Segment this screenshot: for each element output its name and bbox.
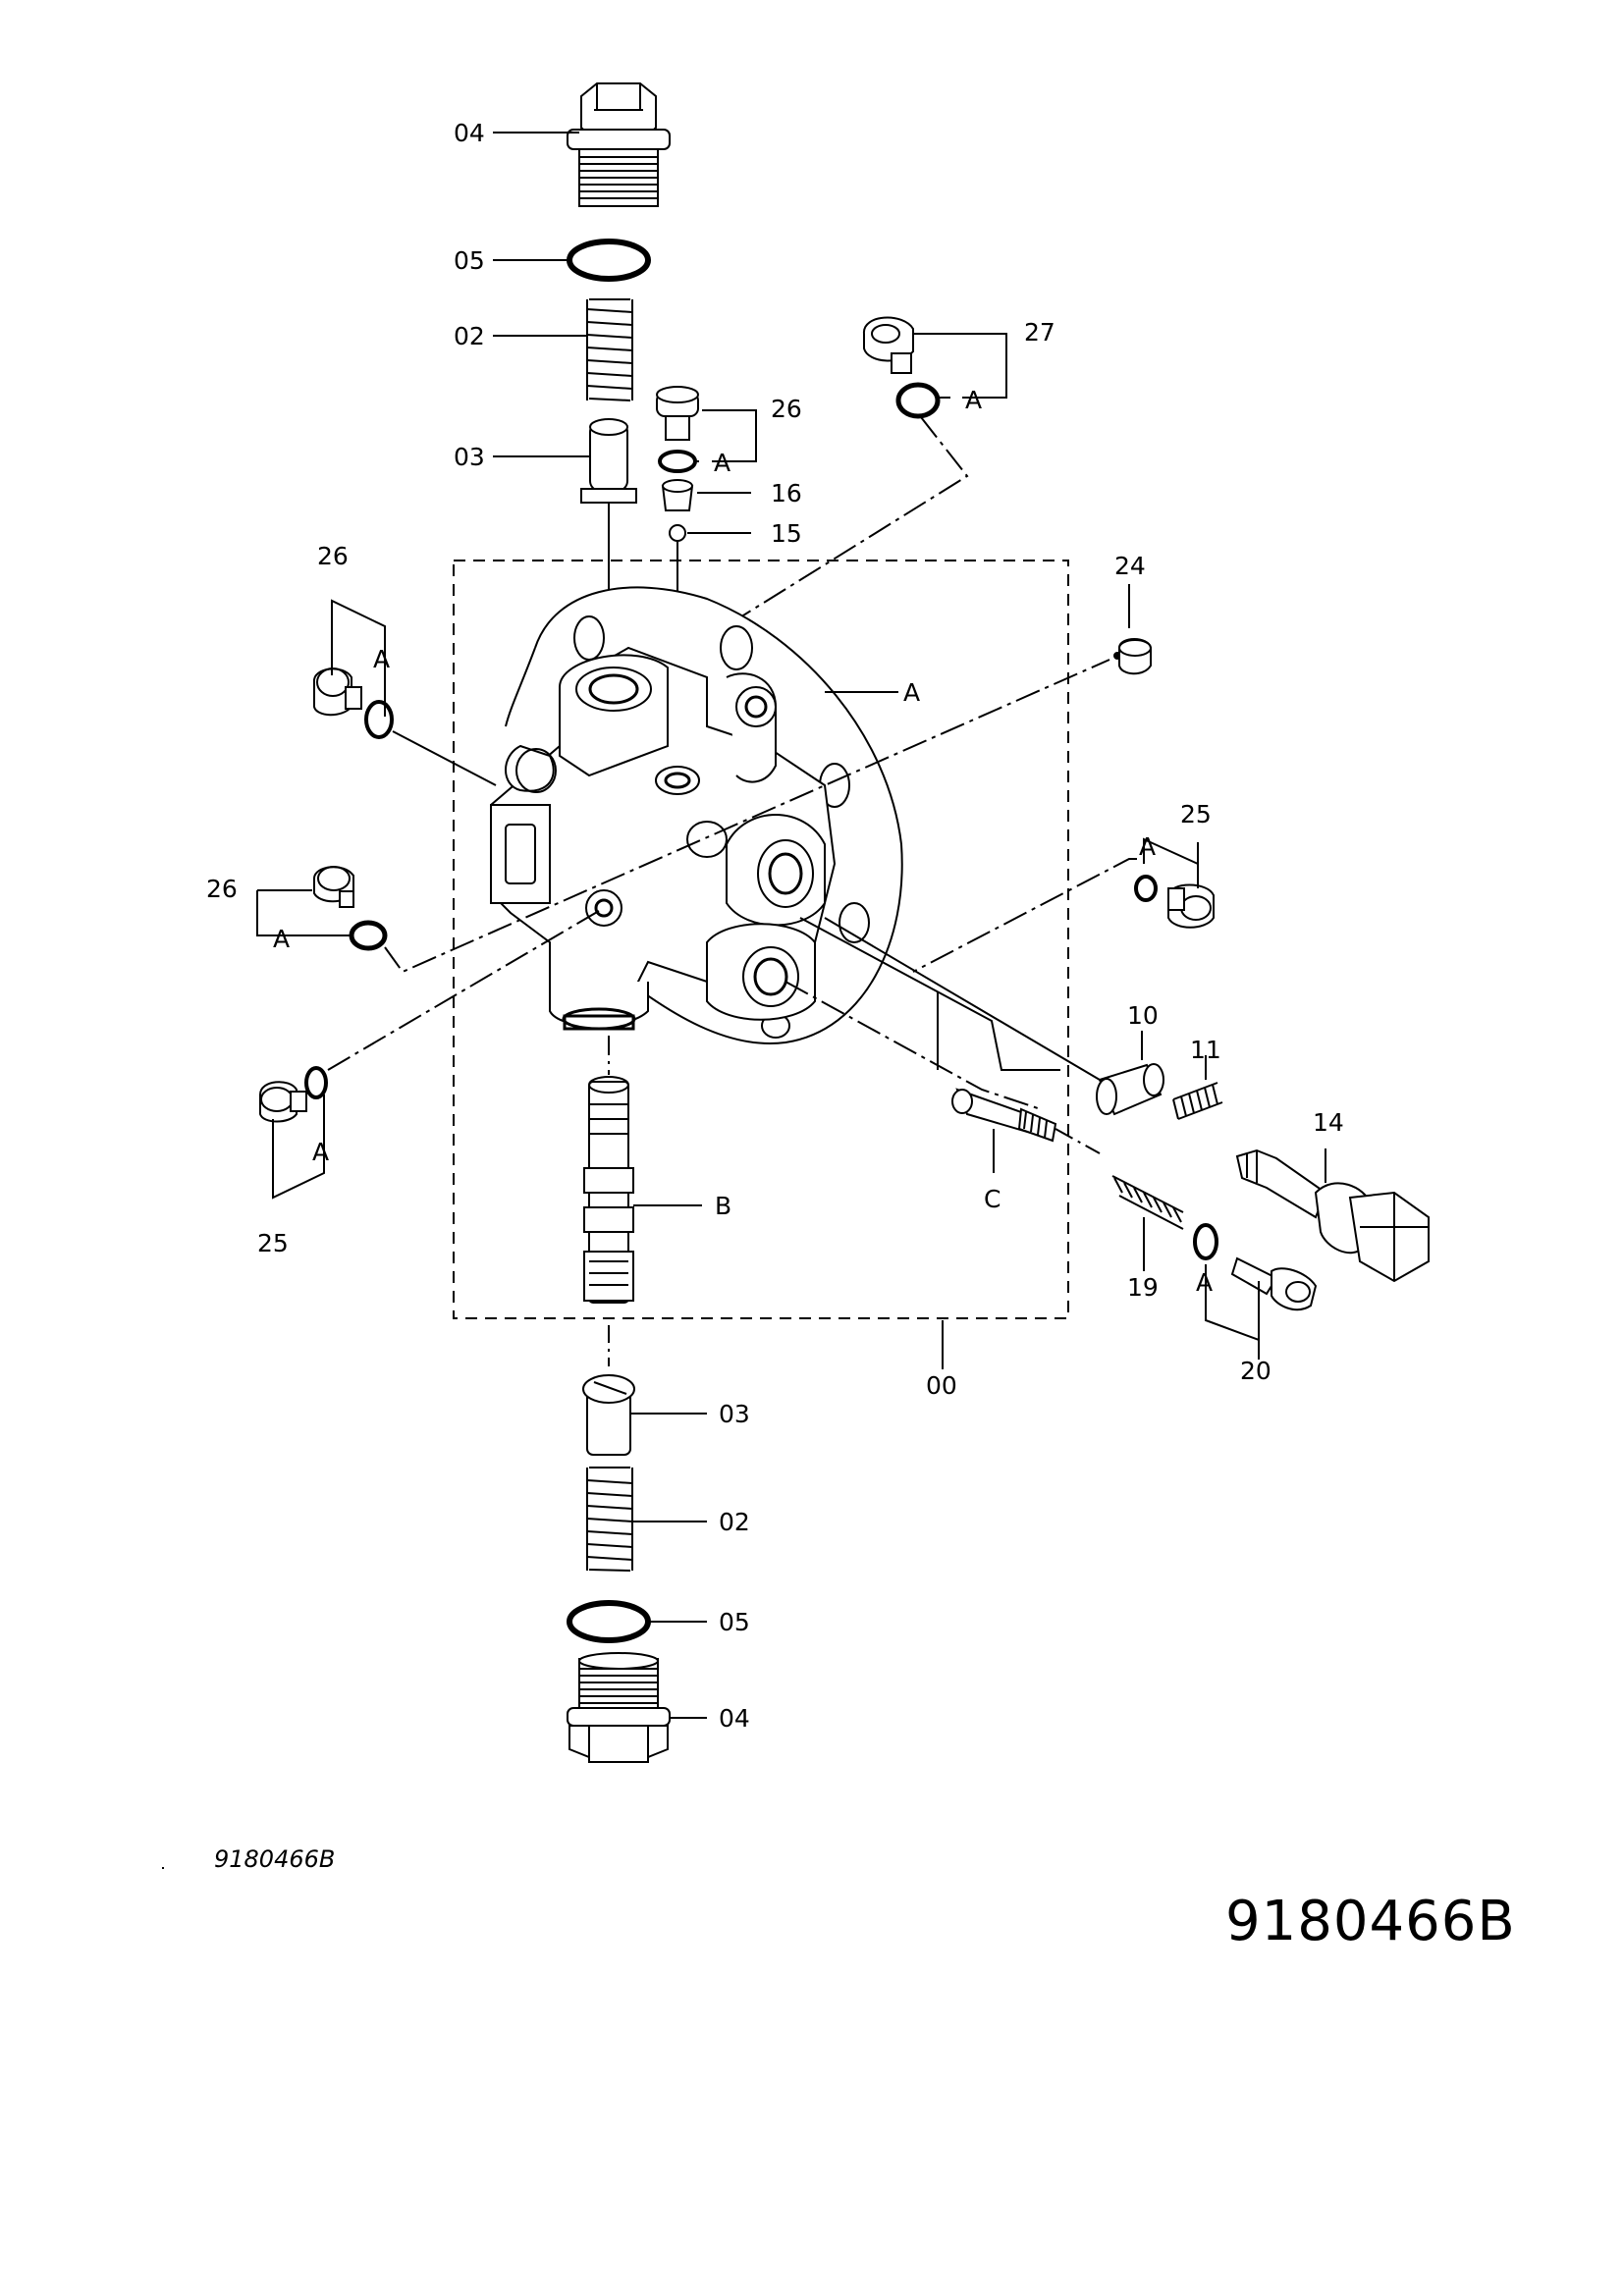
o-ring-20 — [1193, 1223, 1218, 1260]
assembly-boundary-box — [453, 560, 1069, 1319]
label-26-left-upper: 26 — [317, 542, 349, 570]
sleeve-bottom-03 — [582, 1374, 635, 1456]
label-27: 27 — [1024, 318, 1055, 347]
valve-body-00 — [490, 586, 903, 1045]
label-a-20: A — [1196, 1268, 1213, 1297]
label-20: 20 — [1240, 1357, 1271, 1385]
label-19: 19 — [1127, 1273, 1159, 1302]
label-24: 24 — [1114, 552, 1146, 580]
label-25-right: 25 — [1180, 800, 1212, 828]
label-a-flange: A — [903, 678, 920, 707]
label-04-bottom: 04 — [719, 1704, 750, 1733]
label-03-bottom: 03 — [719, 1400, 750, 1428]
o-ring-25-right — [1134, 875, 1158, 902]
sleeve-top-03 — [580, 418, 637, 504]
label-a-25-right: A — [1139, 832, 1156, 861]
spring-11 — [1172, 1082, 1223, 1120]
relief-valve-14 — [1235, 1148, 1430, 1283]
label-05-top: 05 — [454, 246, 485, 275]
label-a-25-left: A — [312, 1138, 329, 1166]
plug-24 — [1118, 638, 1152, 675]
plug-16 — [661, 479, 694, 511]
cap-screw-26-top — [656, 386, 699, 441]
label-a-26-top: A — [714, 449, 730, 477]
spring-19 — [1111, 1175, 1184, 1230]
o-ring-top-05 — [567, 239, 651, 282]
o-ring-25-left — [304, 1066, 328, 1099]
cap-screw-26-left-upper — [313, 667, 362, 717]
cap-screw-26-left-mid — [313, 866, 354, 908]
cap-screw-27 — [862, 316, 914, 374]
cap-screw-25-left — [259, 1081, 307, 1123]
label-04-top: 04 — [454, 119, 485, 147]
speck — [162, 1867, 164, 1869]
o-ring-26-left-mid — [349, 920, 388, 951]
spring-top-02 — [586, 298, 633, 401]
label-11: 11 — [1190, 1036, 1221, 1064]
label-b: B — [715, 1192, 731, 1220]
label-26-left-mid: 26 — [206, 875, 238, 903]
label-14: 14 — [1313, 1108, 1344, 1137]
o-ring-26-left-upper — [364, 700, 394, 739]
label-a-left-upper: A — [373, 645, 390, 673]
label-15: 15 — [771, 519, 802, 548]
label-16: 16 — [771, 479, 802, 507]
spring-bottom-02 — [586, 1467, 633, 1572]
o-ring-bottom-05 — [567, 1600, 651, 1643]
plug-top-04 — [567, 82, 671, 207]
label-10: 10 — [1127, 1001, 1159, 1030]
label-02-bottom: 02 — [719, 1508, 750, 1536]
label-25-left: 25 — [257, 1229, 289, 1257]
o-ring-26-top — [658, 450, 697, 473]
ball-15 — [669, 524, 686, 542]
label-a-left-mid: A — [273, 925, 290, 953]
label-a-27: A — [965, 386, 982, 414]
label-02-top: 02 — [454, 322, 485, 350]
spool-b — [583, 1076, 634, 1304]
label-03-top: 03 — [454, 443, 485, 471]
sleeve-10 — [1096, 1063, 1164, 1116]
cap-screw-20 — [1230, 1256, 1318, 1311]
drawing-code-small: 9180466B — [214, 1845, 336, 1873]
label-05-bottom: 05 — [719, 1608, 750, 1636]
label-26-top: 26 — [771, 395, 802, 423]
label-c: C — [984, 1185, 1001, 1213]
cap-screw-25-right — [1167, 883, 1215, 929]
plug-bottom-04 — [567, 1652, 671, 1763]
cartridge-c — [951, 1088, 1057, 1143]
drawing-code-large: 9180466B — [1225, 1890, 1516, 1953]
label-00: 00 — [926, 1371, 957, 1400]
o-ring-27 — [895, 382, 941, 419]
